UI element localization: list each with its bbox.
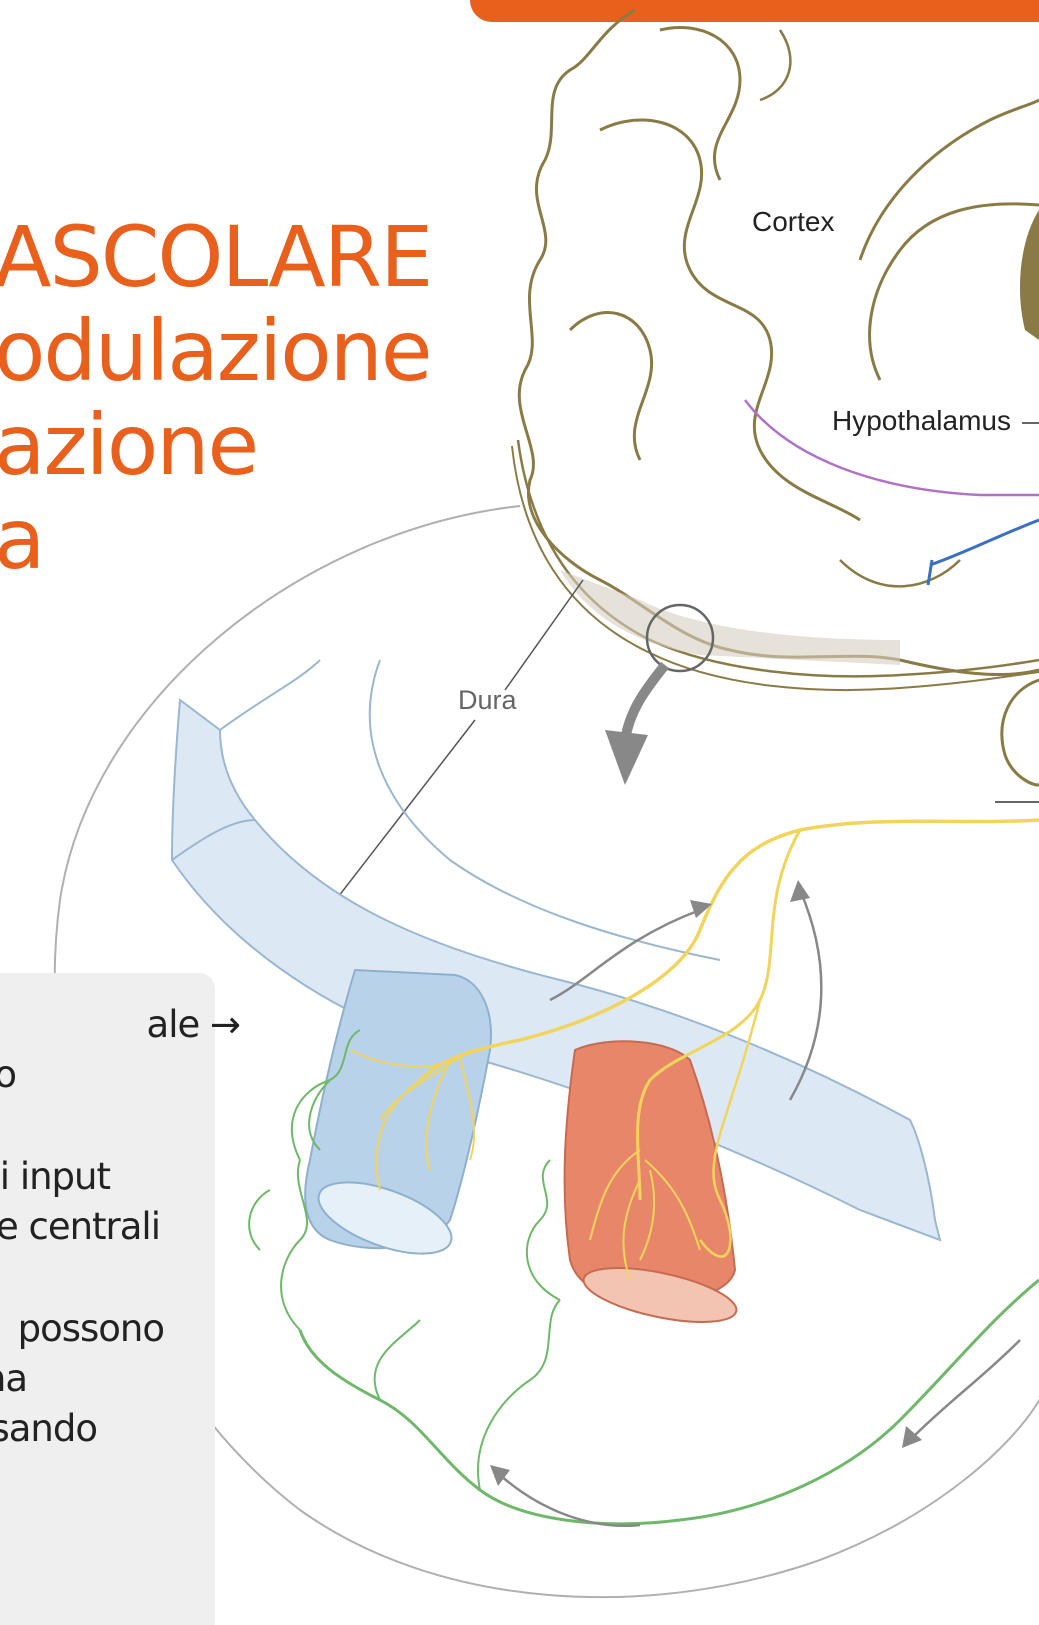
info-paragraph: i input e centrali (0, 1152, 240, 1252)
brainstem-pathway (930, 520, 1039, 565)
thalamus-shape (1020, 210, 1039, 340)
cortex-gyrus (760, 30, 790, 100)
info-paragraph: possono na sando (0, 1304, 240, 1454)
info-line: sando (0, 1404, 240, 1454)
info-paragraph: ale → vo (0, 1000, 240, 1100)
info-line: na (0, 1354, 240, 1404)
cortex-gyrus (870, 204, 1039, 380)
title-line: odulazione (0, 304, 431, 398)
info-line: vo (0, 1050, 240, 1100)
cortex-gyrus (860, 100, 1039, 260)
pituitary-shape (1002, 680, 1039, 785)
cortex-label: Cortex (752, 206, 834, 238)
info-box-text: ale → vo i input e centrali possono na s… (0, 1000, 240, 1506)
info-line: e centrali (0, 1202, 240, 1252)
slide-title: ASCOLARE odulazione azione a (0, 210, 431, 586)
title-line: azione (0, 398, 431, 492)
cortex-outline (519, 10, 1039, 675)
info-line: i input (0, 1152, 240, 1202)
title-line: a (0, 492, 431, 586)
info-line: possono (0, 1304, 240, 1354)
title-line: ASCOLARE (0, 210, 431, 304)
dura-shading (560, 570, 900, 665)
brainstem-branch (928, 560, 932, 585)
hypothalamus-label: Hypothalamus (832, 405, 1011, 437)
cortex-gyrus (570, 313, 652, 460)
info-line: ale → (0, 1000, 240, 1050)
cortex-gyrus (840, 560, 960, 586)
dura-label: Dura (458, 685, 517, 716)
